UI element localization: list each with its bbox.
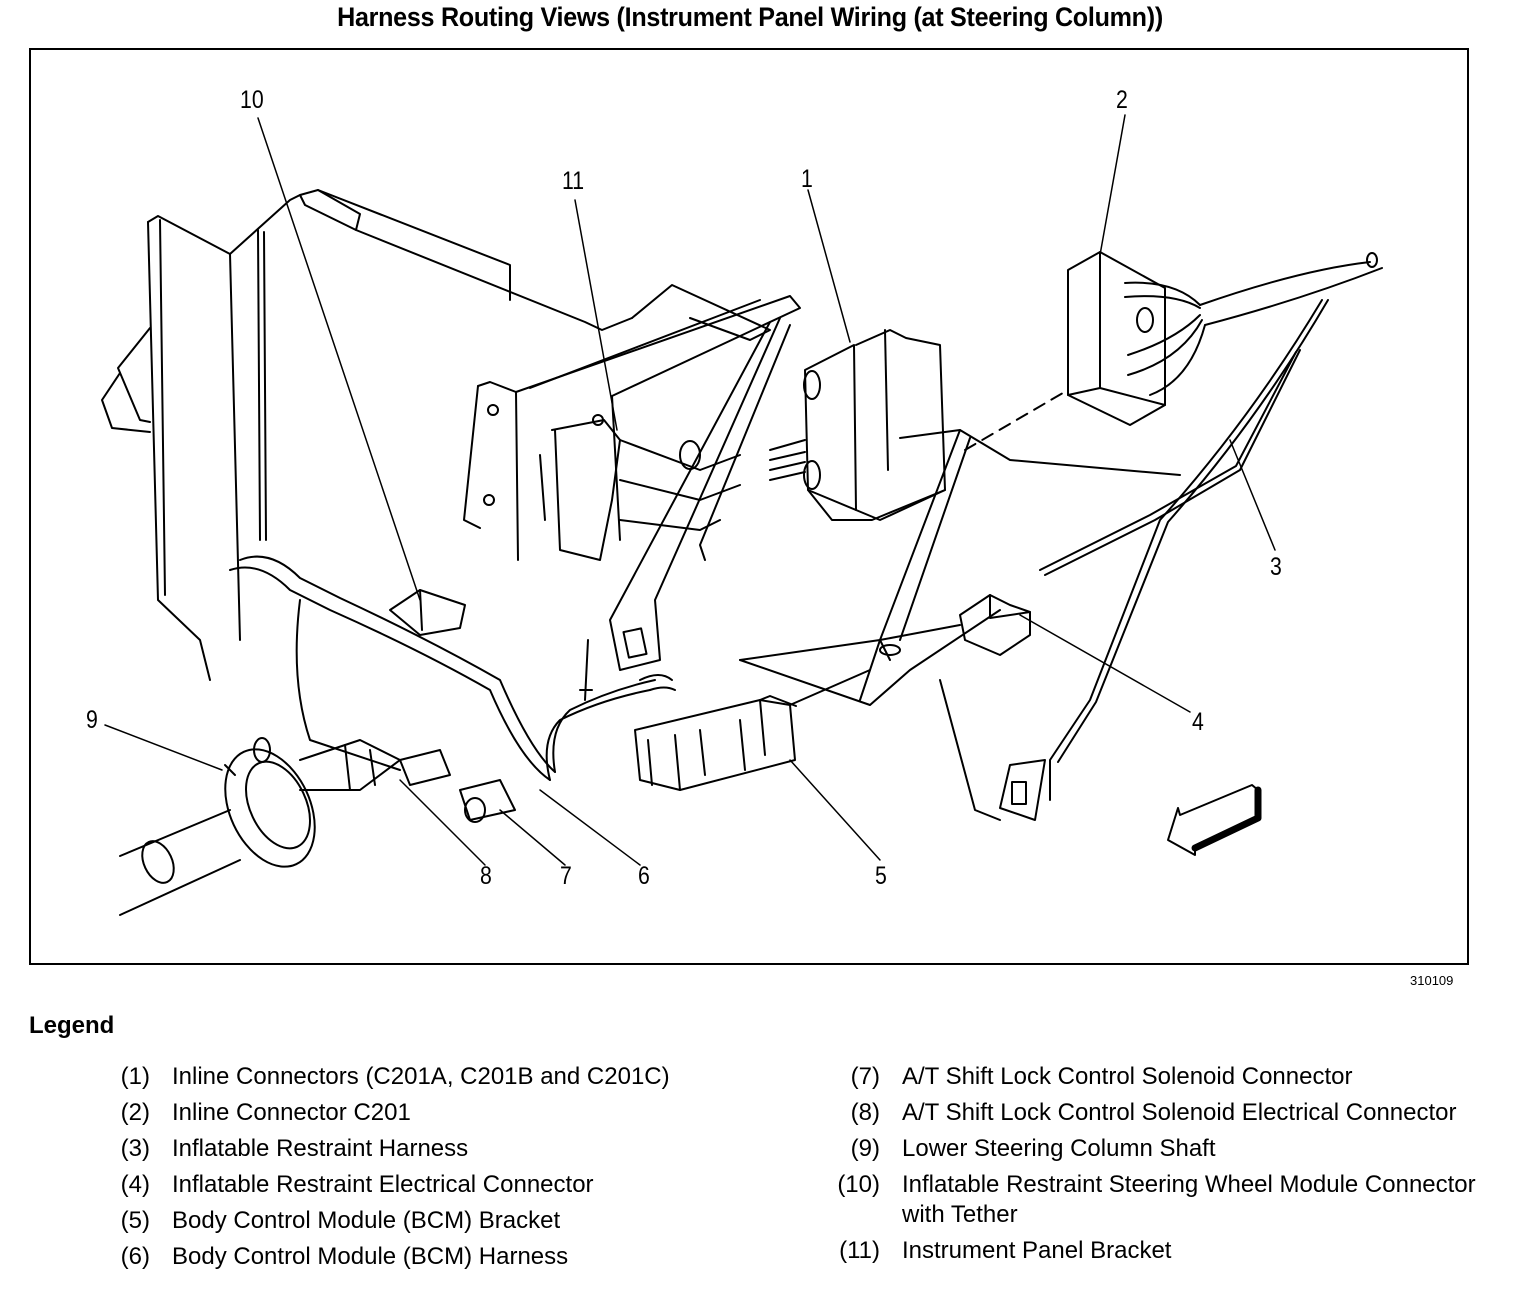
legend-column-left: (1) Inline Connectors (C201A, C201B and … [92,1062,752,1278]
leader-line-4 [1019,614,1191,713]
callout-7: 7 [560,862,572,890]
front-direction-arrow-icon [1167,784,1262,856]
legend-text: Inflatable Restraint Electrical Connecto… [172,1171,594,1198]
legend-item-5: (5) Body Control Module (BCM) Bracket [92,1206,752,1236]
legend-number: (4) [120,1171,150,1198]
callout-8: 8 [480,862,492,890]
leader-line-5 [789,759,881,861]
legend-text: Instrument Panel Bracket [902,1237,1172,1264]
legend-text: Body Control Module (BCM) Harness [172,1243,569,1270]
callout-3: 3 [1270,553,1282,581]
leader-line-10 [257,117,421,601]
callout-5: 5 [875,862,887,890]
legend-text: A/T Shift Lock Control Solenoid Electric… [902,1099,1457,1126]
legend-number: (1) [120,1063,150,1090]
legend-text: Inflatable Restraint Harness [172,1135,469,1162]
inline-connector-c201 [1067,251,1383,426]
callout-11: 11 [562,167,585,195]
leader-line-8 [399,779,486,866]
instrument-panel-bracket [463,295,801,561]
leader-line-9 [104,724,223,771]
legend-number: (10) [837,1171,880,1198]
legend-text: A/T Shift Lock Control Solenoid Connecto… [902,1063,1353,1090]
legend-item-11: (11) Instrument Panel Bracket [828,1236,1488,1266]
inflatable-restraint-harness [1039,299,1329,801]
legend-item-2: (2) Inline Connector C201 [92,1098,752,1128]
legend-item-9: (9) Lower Steering Column Shaft [828,1134,1488,1164]
legend-item-7: (7) A/T Shift Lock Control Solenoid Conn… [828,1062,1488,1092]
inflatable-restraint-connector [959,594,1031,656]
legend-text: Inflatable Restraint Steering Wheel Modu… [902,1171,1476,1228]
legend-number: (11) [839,1237,880,1264]
legend-text: Inline Connector C201 [172,1099,411,1126]
dash-side-panel [101,194,301,681]
legend-item-6: (6) Body Control Module (BCM) Harness [92,1242,752,1272]
figure-id: 310109 [1410,973,1454,988]
legend-item-10: (10) Inflatable Restraint Steering Wheel… [828,1170,1488,1230]
legend-text: Lower Steering Column Shaft [902,1135,1216,1162]
steering-wheel-module-connector [389,589,466,636]
callout-6: 6 [638,862,650,890]
diagram-title: Harness Routing Views (Instrument Panel … [337,2,1163,32]
legend-column-right: (7) A/T Shift Lock Control Solenoid Conn… [828,1062,1488,1272]
lower-floor-bracket [739,429,1181,706]
callout-9: 9 [86,706,98,734]
legend-item-1: (1) Inline Connectors (C201A, C201B and … [92,1062,752,1092]
legend-number: (5) [120,1207,150,1234]
legend-number: (7) [850,1063,880,1090]
lower-bracket-end [939,679,1046,821]
leader-line-11 [574,199,618,431]
legend-item-8: (8) A/T Shift Lock Control Solenoid Elec… [828,1098,1488,1128]
shift-lock-connectors [399,749,516,823]
routing-dashed-line [964,389,1069,451]
legend-number: (6) [120,1243,150,1270]
leader-line-6 [539,789,641,866]
legend-number: (9) [850,1135,880,1162]
legend-title: Legend [29,1012,115,1039]
leader-line-3 [1229,439,1276,551]
callout-2: 2 [1116,86,1128,114]
legend-item-4: (4) Inflatable Restraint Electrical Conn… [92,1170,752,1200]
callout-10: 10 [240,86,264,114]
legend-number: (8) [850,1099,880,1126]
legend-number: (2) [120,1099,150,1126]
leader-line-1 [807,189,851,343]
leader-line-2 [1099,114,1126,256]
bcm-bracket [634,669,871,791]
callout-leader-lines [104,114,1276,866]
inline-connectors-c201abc [769,329,946,521]
callout-1: 1 [801,165,813,193]
legend-item-3: (3) Inflatable Restraint Harness [92,1134,752,1164]
leader-line-7 [499,809,566,866]
diagram-frame [29,48,1469,965]
bcm-harness [229,555,676,781]
legend-text: Inline Connectors (C201A, C201B and C201… [172,1063,670,1090]
legend-number: (3) [120,1135,150,1162]
upper-dash-bracket [299,189,771,341]
lower-steering-column-shaft [119,737,401,916]
harness-routing-illustration [101,114,1383,916]
dash-crossbar [609,317,791,671]
legend-text: Body Control Module (BCM) Bracket [172,1207,561,1234]
callout-4: 4 [1192,708,1204,736]
